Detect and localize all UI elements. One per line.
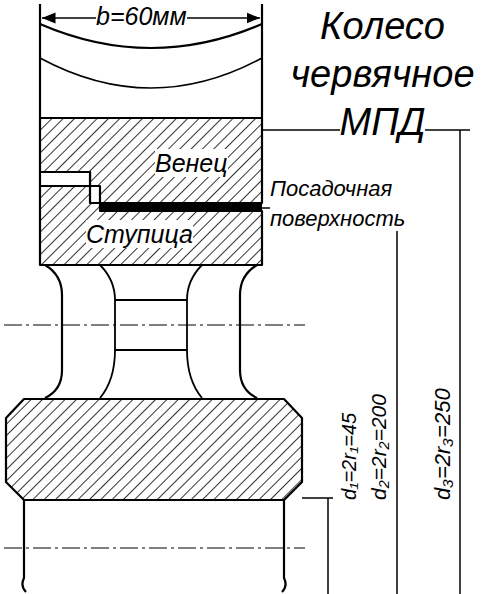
extension-line <box>39 4 41 24</box>
web-opening <box>100 350 202 398</box>
dimension-line <box>459 130 461 594</box>
tooth-root-arc <box>40 58 262 88</box>
dimension-line <box>396 208 398 594</box>
part-name: Венец <box>155 148 228 178</box>
part-name: Посадочная поверхность <box>270 174 382 234</box>
center-line <box>4 325 305 326</box>
web-edge <box>45 265 62 398</box>
notch <box>40 172 90 186</box>
web-opening <box>100 265 202 300</box>
bore-line <box>22 500 26 592</box>
extension-line <box>261 4 263 24</box>
web-edge <box>240 265 257 398</box>
lower-hub-section <box>6 399 302 500</box>
bore-line <box>282 500 286 592</box>
label-text: Ступица <box>86 220 193 248</box>
part-name: Ступица <box>86 219 193 249</box>
seating-surface <box>100 202 262 211</box>
label-text: b=60мм <box>96 2 187 30</box>
dimension-text: d₃=2r₃=250 <box>430 388 456 500</box>
title-block: Колесо червячное МПД <box>280 2 485 146</box>
label-text: d₂=2r₂=200 <box>367 394 390 500</box>
dimension-text: d₂=2r₂=200 <box>366 394 391 500</box>
rim-edge <box>39 24 41 118</box>
label-text: Венец <box>155 149 228 177</box>
rim-edge <box>261 24 263 118</box>
label-text: d₁=2r₁=45 <box>338 413 360 500</box>
dimension-text: d₁=2r₁=45 <box>337 413 361 500</box>
dimension-text: b=60мм <box>96 1 187 31</box>
drawing-title: Колесо червячное МПД <box>290 5 474 143</box>
label-text: Посадочная поверхность <box>270 176 405 231</box>
hub-section <box>40 186 262 265</box>
dimension-line <box>327 498 329 594</box>
axis-line <box>4 548 305 549</box>
label-text: d₃=2r₃=250 <box>430 388 455 500</box>
